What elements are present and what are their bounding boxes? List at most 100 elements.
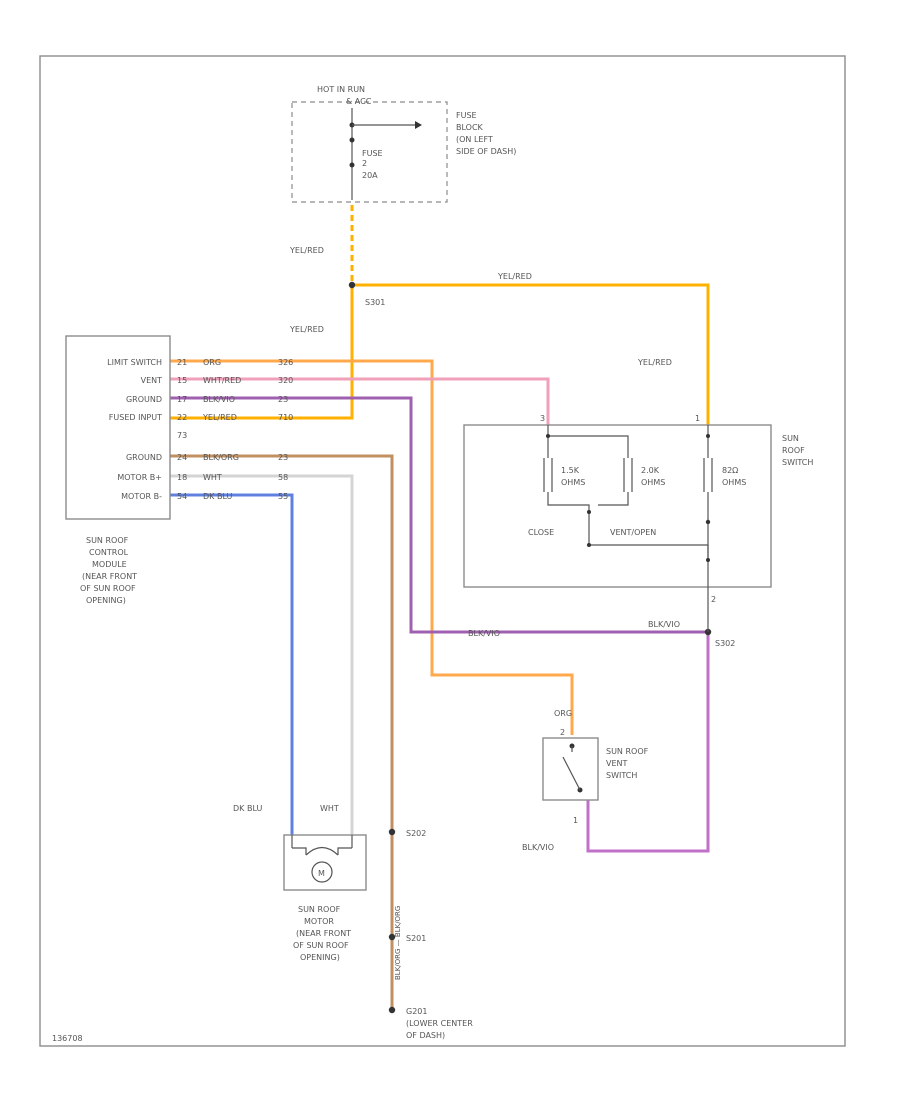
label-blk-vio-right: BLK/VIO — [648, 620, 680, 629]
module-row-wire: WHT/RED — [203, 376, 241, 385]
module-row-wire: BLK/VIO — [203, 395, 235, 404]
fuse-block: HOT IN RUN & ACC FUSE 2 20A FUSE BLOCK (… — [291, 85, 516, 203]
close-label: CLOSE — [528, 528, 554, 537]
module-row-circuit: 23 — [278, 453, 288, 462]
module-desc-6: OPENING) — [86, 596, 126, 605]
wire-dk-blu-motor — [170, 493, 294, 835]
res1-unit: OHMS — [561, 478, 585, 487]
module-row-circuit: 58 — [278, 473, 288, 482]
module-row-circuit: 23 — [278, 395, 288, 404]
module-row-circuit: 326 — [278, 358, 293, 367]
module-row-label: GROUND — [126, 453, 162, 462]
splice-s201-node — [388, 933, 396, 941]
sun-roof-switch-desc-2: ROOF — [782, 446, 805, 455]
vent-switch-outline — [542, 737, 599, 801]
label-wht-motor: WHT — [320, 804, 339, 813]
module-row-wire: YEL/RED — [202, 413, 237, 422]
module-row-pin: 17 — [177, 395, 187, 404]
fuse-block-desc-2: BLOCK — [456, 123, 484, 132]
diagram-code: 136708 — [52, 1034, 83, 1043]
sun-roof-switch-outline — [463, 424, 772, 588]
module-row-wire: DK BLU — [203, 492, 232, 501]
module-row-label: GROUND — [126, 395, 162, 404]
module-row-pin: 22 — [177, 413, 187, 422]
wire-blk-vio-ground — [170, 396, 708, 634]
module-desc-3: MODULE — [92, 560, 127, 569]
wire-org-limit — [170, 359, 574, 735]
module-row-circuit: 55 — [278, 492, 288, 501]
label-s302: S302 — [715, 639, 735, 648]
fuse-block-desc-3: (ON LEFT — [456, 135, 493, 144]
motor-outline — [283, 834, 367, 891]
module-row-label: MOTOR B+ — [117, 473, 162, 482]
label-s202: S202 — [406, 829, 426, 838]
module-row-pin: 73 — [177, 431, 187, 440]
label-dk-blu-motor: DK BLU — [233, 804, 262, 813]
motor-desc-2: MOTOR — [304, 917, 334, 926]
module-row-pin: 21 — [177, 358, 187, 367]
hot-in-run-label: HOT IN RUN — [317, 85, 365, 94]
wire-blk-vio-vent — [586, 632, 710, 853]
motor-desc-1: SUN ROOF — [298, 905, 341, 914]
module-desc-5: OF SUN ROOF — [80, 584, 136, 593]
module-row-label: VENT — [141, 376, 163, 385]
wire-yel-red-switch — [352, 283, 710, 425]
label-g201-desc-1: (LOWER CENTER — [406, 1019, 473, 1028]
res1-value: 1.5K — [561, 466, 580, 475]
pin-left: 3 — [540, 414, 545, 423]
label-org-vent: ORG — [554, 709, 572, 718]
module-row-label: LIMIT SWITCH — [107, 358, 162, 367]
sun-roof-motor: M SUN ROOF MOTOR (NEAR FRONT OF SUN ROOF… — [283, 834, 367, 962]
wire-wht-red-vent — [170, 377, 550, 425]
label-yel-red-top: YEL/RED — [289, 246, 324, 255]
sun-roof-switch: SUN ROOF SWITCH 3 1 2 1.5K OHMS 2.0K OHM… — [463, 414, 813, 632]
wire-yel-red-module — [170, 285, 354, 420]
module-row-pin: 15 — [177, 376, 187, 385]
vent-switch-pin-top: 2 — [560, 728, 565, 737]
module-outline — [65, 335, 171, 520]
motor-desc-4: OF SUN ROOF — [293, 941, 349, 950]
module-row-pin: 24 — [177, 453, 187, 462]
module-row-label: MOTOR B- — [121, 492, 162, 501]
res3-unit: OHMS — [722, 478, 746, 487]
sun-roof-switch-desc-3: SWITCH — [782, 458, 813, 467]
module-row-wire: WHT — [203, 473, 222, 482]
module-desc-2: CONTROL — [89, 548, 129, 557]
ground-g201-node — [388, 1006, 396, 1014]
module-row-circuit: 320 — [278, 376, 293, 385]
label-blk-vio-mid: BLK/VIO — [468, 629, 500, 638]
splice-s301-node — [348, 281, 356, 289]
motor-symbol: M — [318, 869, 325, 878]
hot-in-run-sub: & ACC — [346, 97, 372, 106]
vent-switch-pin-bottom: 1 — [573, 816, 578, 825]
module-row-circuit: 710 — [278, 413, 293, 422]
module-desc-4: (NEAR FRONT — [82, 572, 137, 581]
motor-desc-5: OPENING) — [300, 953, 340, 962]
vent-switch-desc-3: SWITCH — [606, 771, 637, 780]
wire-wht-motor — [170, 474, 354, 835]
vent-switch-desc-1: SUN ROOF — [606, 747, 649, 756]
wires — [170, 205, 710, 1010]
pin-right: 1 — [695, 414, 700, 423]
sun-roof-vent-switch: 2 1 SUN ROOF VENT SWITCH — [542, 728, 649, 825]
label-yel-red-horizontal: YEL/RED — [497, 272, 532, 281]
diagram-frame — [39, 55, 846, 1047]
label-g201-desc-2: OF DASH) — [406, 1031, 445, 1040]
fuse-label: FUSE — [362, 149, 383, 158]
fuse-block-desc-4: SIDE OF DASH) — [456, 147, 516, 156]
module-row-label: FUSED INPUT — [109, 413, 162, 422]
res2-unit: OHMS — [641, 478, 665, 487]
fuse-block-desc-1: FUSE — [456, 111, 477, 120]
module-row-wire: ORG — [203, 358, 221, 367]
pin-bottom: 2 — [711, 595, 716, 604]
label-s201: S201 — [406, 934, 426, 943]
module-row-pin: 54 — [177, 492, 187, 501]
label-yel-red-splice: YEL/RED — [289, 325, 324, 334]
label-s301: S301 — [365, 298, 385, 307]
vent-open-label: VENT/OPEN — [610, 528, 656, 537]
motor-desc-3: (NEAR FRONT — [296, 929, 351, 938]
label-yel-red-switch: YEL/RED — [637, 358, 672, 367]
splice-s202-node — [388, 828, 396, 836]
